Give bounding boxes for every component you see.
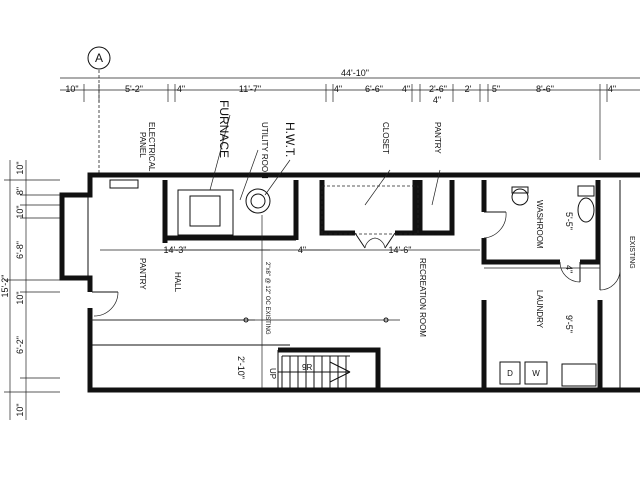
dim-top-4in-c: 4" <box>402 84 410 94</box>
dryer-unit <box>499 361 521 385</box>
dim-top-8-6: 8'-6" <box>536 84 554 94</box>
dim-top-2ft: 2' <box>465 84 472 94</box>
door-swings <box>92 211 621 317</box>
dim-top-5in: 5" <box>492 84 500 94</box>
dim-inner-9-5: 9'-5" <box>564 315 574 333</box>
dim-left-8in: 8" <box>15 187 25 195</box>
grid-marker-label: A <box>95 51 103 65</box>
dim-inner-14-3: 14'-3" <box>164 245 187 255</box>
left-dimension-lines: 10" 8" 10" 6'-8" 15'-2" 10" 6'-2" 10" <box>0 160 60 420</box>
dim-left-6-8: 6'-8" <box>15 241 25 259</box>
utility-room-label: UTILITY ROOM <box>260 122 269 179</box>
top-dimension-lines: 44'-10" 10" 5'-2" 4" 11'-7" 4" 6'-6" 4" … <box>60 68 640 160</box>
dim-inner-14-6: 14'-6" <box>389 245 412 255</box>
dim-left-overall: 15'-2" <box>0 275 10 298</box>
furnace-unit-inner <box>189 195 221 227</box>
laundry-tub <box>561 363 597 387</box>
dim-inner-4in: 4" <box>298 245 306 255</box>
toilet-tank <box>577 185 595 197</box>
furnace-unit-outer <box>177 189 234 236</box>
joist-lines <box>92 215 600 388</box>
stair <box>278 355 351 388</box>
furnace-label: FURNACE <box>217 100 231 158</box>
dim-inner-5-5: 5'-5" <box>564 212 574 230</box>
dim-top-5-2: 5'-2" <box>125 84 143 94</box>
dim-left-10in-d: 10" <box>15 403 25 416</box>
pantry-top-label: PANTRY <box>433 122 442 154</box>
hwt-tank-outer <box>245 188 271 214</box>
dim-top-2-6: 2'-6" <box>429 84 447 94</box>
toilet-bowl <box>577 197 595 223</box>
hwt-label: H.W.T. <box>283 122 297 157</box>
washroom-sink <box>511 188 529 206</box>
equipment <box>109 114 597 387</box>
dim-left-10in-a: 10" <box>15 161 25 174</box>
joist-note: 2"x8" @ 12" OC EXISTING <box>264 262 270 335</box>
hwt-tank-inner <box>250 193 266 209</box>
dim-inner-2-10: 2'-10" <box>236 356 246 379</box>
dim-inner-4in-vert: 4" <box>564 265 574 273</box>
dim-left-10in-c: 10" <box>15 291 25 304</box>
dim-top-11-7: 11'-7" <box>239 84 261 94</box>
washroom-label: WASHROOM <box>535 200 544 249</box>
dryer-label: D <box>507 369 513 378</box>
dim-top-6-6: 6'-6" <box>365 84 383 94</box>
dim-top-4in-under: 4" <box>433 95 441 105</box>
dim-top-10in: 10" <box>65 84 78 94</box>
laundry-label: LAUNDRY <box>535 290 544 329</box>
dim-top-4in-b: 4" <box>334 84 342 94</box>
stair-risers-label: 9R <box>302 363 312 372</box>
electrical-panel-label-1: PANEL <box>138 132 147 158</box>
washer-unit <box>524 361 548 385</box>
electrical-panel-box <box>109 179 139 189</box>
stair-up-label: UP <box>268 368 277 379</box>
grid-marker-a: A <box>87 46 111 175</box>
recreation-room-label: RECREATION ROOM <box>418 258 427 337</box>
electrical-panel-label: ELECTRICAL <box>147 122 156 172</box>
dim-left-6-2: 6'-2" <box>15 336 25 354</box>
washer-label: W <box>532 369 540 378</box>
closet-label: CLOSET <box>381 122 390 154</box>
dim-top-4in-a: 4" <box>177 84 185 94</box>
pantry-left-label: PANTRY <box>138 258 147 290</box>
exterior-walls <box>59 172 640 393</box>
hall-label: HALL <box>173 272 182 293</box>
existing-edge-label: EXISTING <box>628 236 635 269</box>
dim-left-10in-b: 10" <box>15 205 25 218</box>
dim-top-4in-e: 4" <box>608 84 616 94</box>
dim-overall-width: 44'-10" <box>341 68 369 78</box>
